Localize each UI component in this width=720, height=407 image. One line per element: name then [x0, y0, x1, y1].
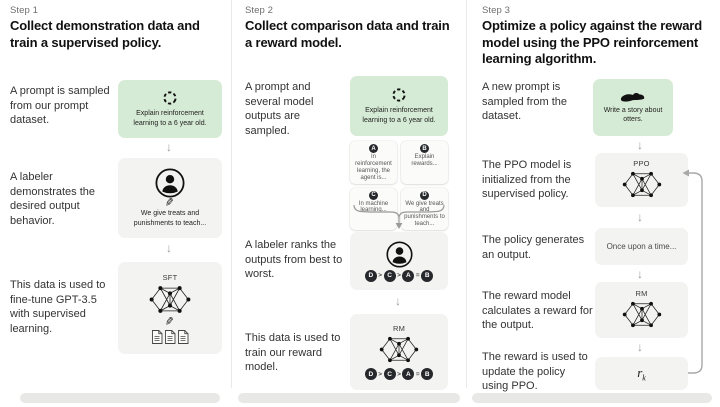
step2-heading: Collect comparison data and train a rewa… [245, 18, 450, 50]
pen-icon: ✎ [164, 314, 176, 329]
feedback-loop-arrow [682, 169, 703, 374]
down-arrow-icon: ↓ [637, 267, 643, 281]
sample-icon [392, 88, 406, 102]
step1-prompt-text: A prompt is sampled from our prompt data… [10, 85, 110, 127]
output-card-b: B Explain rewards... [401, 141, 448, 184]
step3-output-text: The policy generates an output. [482, 234, 585, 261]
step3-output-box: Once upon a time... [595, 228, 688, 265]
sft-label: SFT [162, 272, 178, 282]
bottom-card-edge [20, 393, 220, 403]
step3-prompt-text: A new prompt is sampled from the dataset… [482, 81, 567, 123]
down-arrow-icon: ↓ [637, 210, 643, 224]
rank-letter: D [364, 269, 377, 282]
step3-label: Step 3 [482, 5, 511, 16]
step1-prompt-box: Explain reinforcement learning to a 6 ye… [118, 80, 222, 138]
column-divider [231, 0, 232, 388]
rank-letter: A [402, 269, 415, 282]
letter-badge: C [369, 190, 378, 200]
column-divider [466, 0, 467, 388]
letter-badge: B [420, 144, 429, 153]
rank-letter: A [402, 368, 415, 380]
brace-arrow-icon [353, 204, 445, 229]
model-outputs-grid: A In reinforcement learning, the agent i… [350, 141, 448, 231]
reward-symbol: rk [637, 364, 646, 383]
output-box-caption: Once upon a time... [606, 242, 677, 251]
neural-network-icon [149, 285, 191, 313]
rank-separator: > [397, 272, 401, 279]
labeler-icon [155, 168, 185, 198]
step1-heading: Collect demonstration data and train a s… [10, 18, 200, 50]
prompt-box-caption: Explain reinforcement learning to a 6 ye… [362, 107, 436, 124]
step2-prompt-box: Explain reinforcement learning to a 6 ye… [350, 76, 448, 136]
rank-separator: = [415, 370, 420, 378]
bottom-card-edge [472, 393, 712, 403]
rm-label: RM [635, 289, 648, 298]
output-card-a: A In reinforcement learning, the agent i… [350, 141, 397, 184]
step2-prompt-text: A prompt and several model outputs are s… [245, 81, 314, 137]
rank-letter: C [383, 368, 396, 380]
sample-icon [163, 91, 177, 105]
rank-separator: = [415, 272, 420, 279]
neural-network-icon [379, 336, 419, 363]
output-card-c: C In machine learning... [350, 187, 397, 231]
step3-update-text: The reward is used to update the policy … [482, 351, 588, 393]
otter-icon [620, 92, 645, 102]
output-card-d: D We give treats and punishments to teac… [401, 187, 448, 231]
step3-rm-box: RM [595, 282, 688, 338]
prompt-box-caption: Write a story about otters. [603, 106, 663, 123]
rank-letter: B [421, 269, 434, 282]
rank-letter: B [421, 368, 434, 380]
step1-labeler-text: A labeler demonstrates the desired outpu… [10, 171, 95, 227]
step2-label: Step 2 [245, 5, 274, 16]
down-arrow-icon: ↓ [166, 241, 172, 255]
step2-rank-text: A labeler ranks the outputs from best to… [245, 239, 343, 281]
ranking-row: D > C > A = B [364, 368, 434, 380]
down-arrow-icon: ↓ [637, 340, 643, 354]
rank-separator: > [378, 370, 383, 378]
step3-reward-value-box: rk [595, 357, 688, 390]
step3-ppo-box: PPO [595, 153, 688, 207]
ppo-label: PPO [633, 159, 650, 168]
down-arrow-icon: ↓ [395, 294, 401, 308]
letter-badge: A [369, 144, 378, 153]
documents-icon [151, 329, 189, 344]
rank-letter: C [383, 269, 396, 282]
bottom-card-edge [238, 393, 460, 403]
letter-badge: D [420, 190, 429, 200]
down-arrow-icon: ↓ [166, 140, 172, 154]
step3-ppo-text: The PPO model is initialized from the su… [482, 159, 572, 201]
step2-train-text: This data is used to train our reward mo… [245, 332, 341, 374]
step3-reward-text: The reward model calculates a reward for… [482, 290, 593, 332]
rank-separator: > [397, 370, 401, 378]
step3-heading: Optimize a policy against the reward mod… [482, 18, 702, 67]
labeler-icon [385, 240, 413, 268]
ranking-row: D > C > A = B [364, 269, 434, 282]
rm-label: RM [392, 324, 406, 333]
rank-separator: > [378, 272, 383, 279]
step1-label: Step 1 [10, 5, 39, 16]
step1-train-text: This data is used to fine-tune GPT-3.5 w… [10, 279, 106, 335]
step2-rank-box: D > C > A = B [350, 232, 448, 290]
step1-labeler-box: ✎ We give treats and punishments to teac… [118, 158, 222, 238]
prompt-box-caption: Explain reinforcement learning to a 6 ye… [133, 110, 207, 127]
rank-letter: D [364, 368, 377, 380]
step1-sft-box: SFT ✎ [118, 262, 222, 354]
pen-icon: ✎ [164, 196, 176, 210]
step2-rm-box: RM D > C > A = B [350, 314, 448, 390]
down-arrow-icon: ↓ [637, 138, 643, 152]
step3-prompt-box: Write a story about otters. [593, 79, 673, 136]
labeler-box-caption: We give treats and punishments to teach.… [133, 210, 207, 227]
